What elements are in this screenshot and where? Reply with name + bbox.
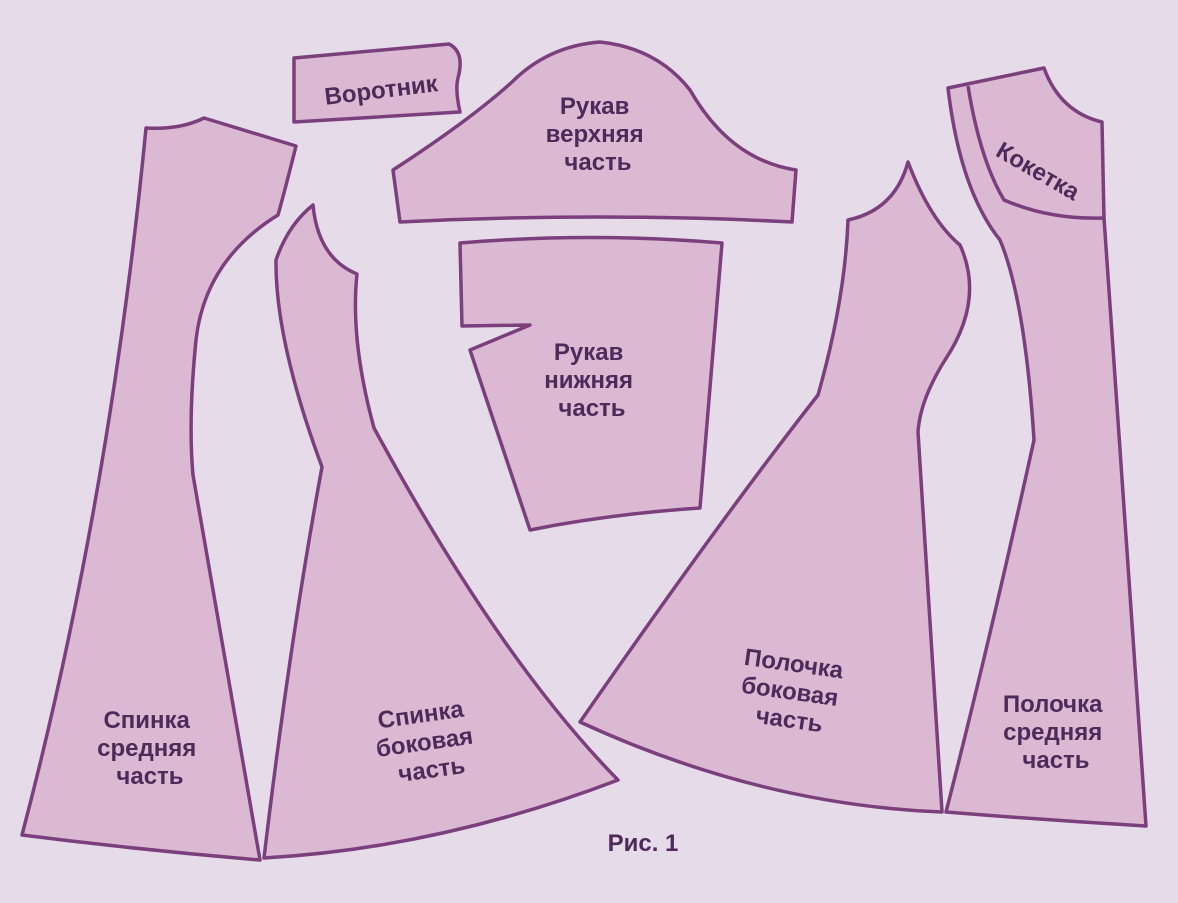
sleeve-lower-piece: Рукав нижняя часть <box>458 235 724 532</box>
front-side-label: Полочка боковая часть <box>735 644 852 741</box>
sleeve-upper-line-3: часть <box>564 149 631 176</box>
back-center-line-1: Спинка <box>103 707 190 734</box>
front-side-piece: Полочка боковая часть <box>578 160 972 814</box>
back-center-line-3: часть <box>116 763 183 790</box>
front-center-label: Полочка средняя часть <box>1003 691 1109 774</box>
figure-caption: Рис. 1 <box>608 830 679 857</box>
back-center-line-2: средняя <box>97 735 196 762</box>
back-side-piece: Спинка боковая часть <box>262 203 620 860</box>
front-center-piece: Кокетка Полочка средняя часть <box>944 66 1148 828</box>
front-center-line-3: часть <box>1022 747 1089 774</box>
yoke-seam <box>966 85 1105 220</box>
sleeve-upper-piece: Рукав верхняя часть <box>391 40 798 224</box>
sleeve-upper-line-2: верхняя <box>546 121 644 148</box>
sleeve-lower-line-2: нижняя <box>544 367 633 394</box>
front-center-line-2: средняя <box>1003 719 1102 746</box>
sleeve-lower-label: Рукав нижняя часть <box>544 339 639 422</box>
front-center-line-1: Полочка <box>1003 691 1103 718</box>
back-side-label: Спинка боковая часть <box>370 694 485 791</box>
back-center-piece: Спинка средняя часть <box>20 116 298 862</box>
sleeve-lower-line-1: Рукав <box>554 339 623 366</box>
sleeve-lower-line-3: часть <box>558 395 625 422</box>
sleeve-upper-label: Рукав верхняя часть <box>546 93 651 176</box>
sleeve-upper-line-1: Рукав <box>560 93 629 120</box>
collar-piece: Воротник <box>292 42 462 124</box>
back-center-label: Спинка средняя часть <box>97 707 203 790</box>
